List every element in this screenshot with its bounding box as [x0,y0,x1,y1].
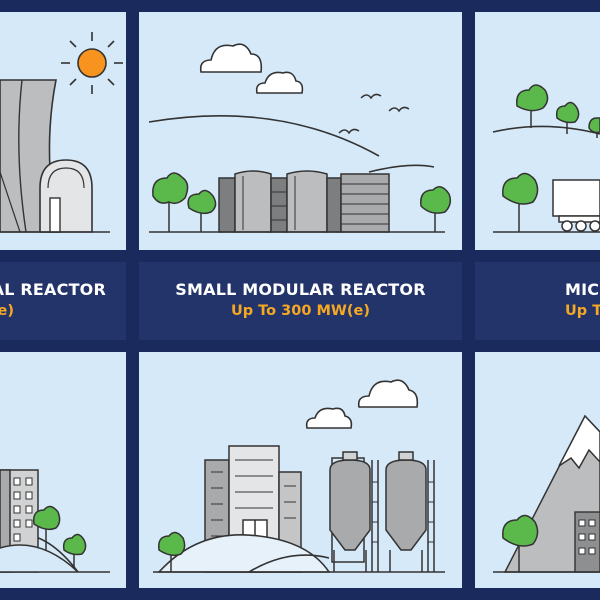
sun-icon [61,32,123,94]
reactor-title: AL REACTOR [0,280,106,299]
tree-icon [157,531,186,572]
cloud-icon [255,71,304,94]
tree-icon [502,84,600,232]
panel-bottom-left [0,352,126,588]
truck-icon [552,179,600,232]
tree-icon [152,172,452,232]
storage-silo-icon [329,451,435,572]
label-band-micro-reactor: MIC Up T [475,262,600,340]
panel-large-reactor [0,12,126,250]
bird-icon [338,93,410,135]
reactor-title: SMALL MODULAR REACTOR [175,280,426,299]
cloud-icon [199,43,263,73]
cloud-icon [357,379,419,408]
cloud-icon [305,407,353,429]
label-band-large-reactor: AL REACTOR e) [0,262,126,340]
reactor-capacity: Up To 300 MW(e) [230,303,370,319]
tree-icon [32,505,87,568]
panel-small-modular-reactor [139,12,462,250]
reactor-title: MIC [565,280,600,299]
panel-bottom-right [475,352,600,588]
building-icon [574,511,600,573]
modular-reactor-icon [218,170,390,233]
panel-bottom-middle [139,352,462,588]
tree-icon [502,514,539,572]
reactor-dome-icon [39,159,93,233]
panel-micro-reactor [475,12,600,250]
label-band-small-modular-reactor: SMALL MODULAR REACTOR Up To 300 MW(e) [139,262,462,340]
reactor-capacity: Up T [565,303,600,319]
reactor-capacity: e) [0,303,14,319]
